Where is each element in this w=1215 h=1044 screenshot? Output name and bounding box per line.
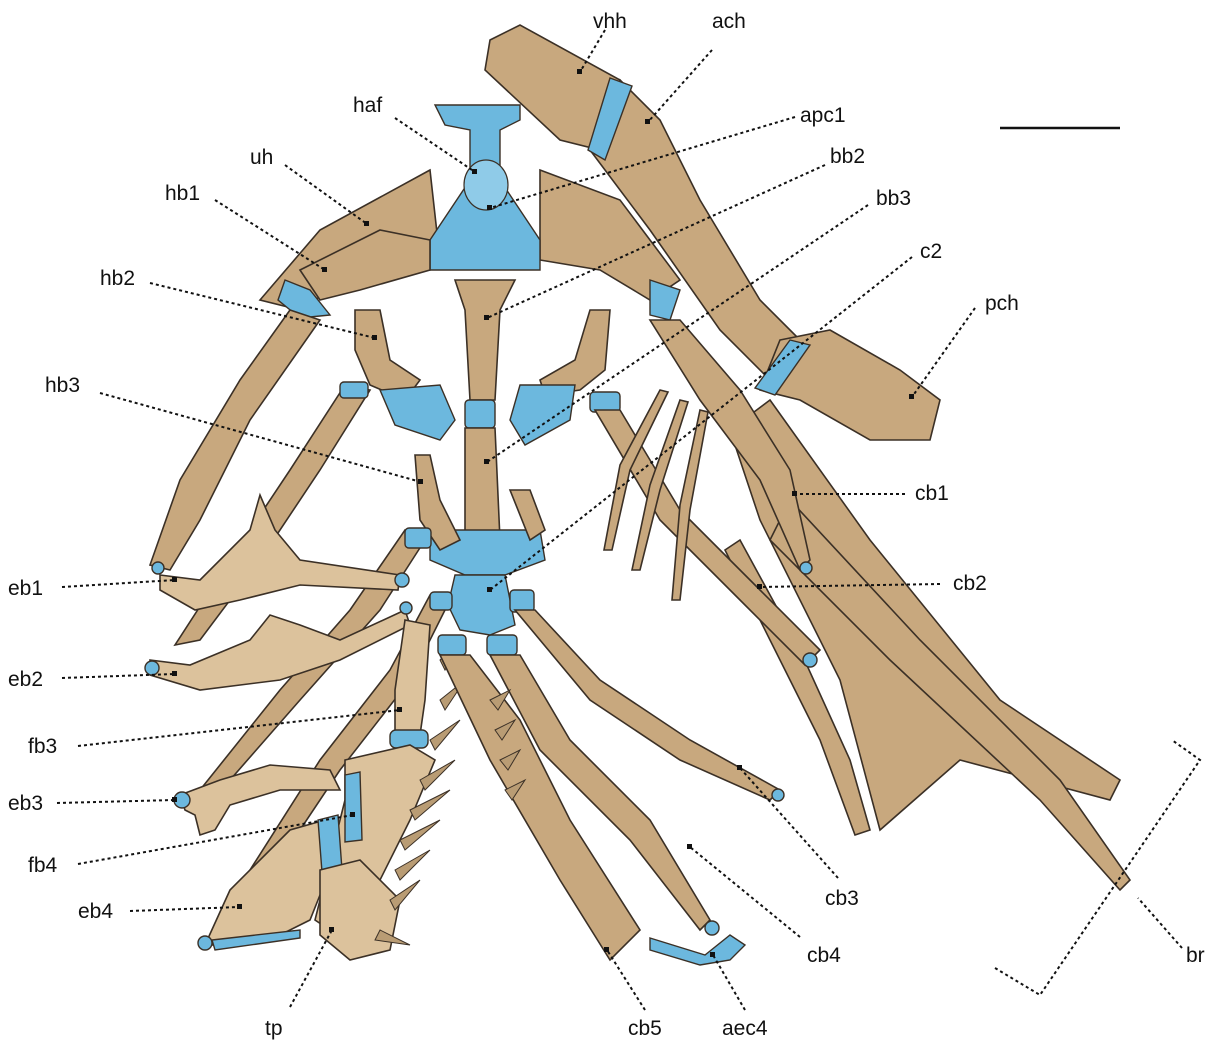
cartilage-eb2-tip [145, 661, 159, 675]
cartilage-hb2-right [510, 385, 575, 445]
bone-bb2 [455, 280, 515, 400]
label-aec4: aec4 [722, 1017, 768, 1040]
label-eb2: eb2 [8, 668, 43, 691]
leader-cb5 [607, 950, 645, 1010]
leader-uh [285, 165, 367, 224]
cartilage-cb3-right [510, 590, 534, 612]
cartilage-eb2-end [400, 602, 412, 614]
label-haf: haf [353, 94, 382, 117]
leader-eb3 [57, 800, 175, 803]
cartilage-cb2-right [590, 392, 620, 412]
label-br: br [1186, 944, 1205, 967]
leader-ach [648, 50, 712, 122]
bone-tp [320, 860, 400, 960]
label-eb4: eb4 [78, 900, 113, 923]
cartilage-eb1-tip [152, 562, 164, 574]
cartilage-cb2-right-tip [803, 653, 817, 667]
label-bb2: bb2 [830, 145, 865, 168]
leader-eb1 [62, 580, 175, 587]
label-cb3: cb3 [825, 887, 859, 910]
label-cb5: cb5 [628, 1017, 662, 1040]
cartilage-bb4 [448, 575, 515, 635]
leader-br [1138, 898, 1182, 948]
label-hb3: hb3 [45, 374, 80, 397]
branchiostegal-ray-1 [730, 400, 1120, 830]
label-cb4: cb4 [807, 944, 841, 967]
cartilage-eb4-tip [198, 936, 212, 950]
label-eb1: eb1 [8, 577, 43, 600]
label-uh: uh [250, 146, 273, 169]
label-ach: ach [712, 10, 746, 33]
bone-bb3 [465, 428, 500, 540]
branchiostegal-ray-2 [770, 500, 1130, 890]
bone-fb3 [395, 620, 430, 735]
cartilage-cb1-right-tip [800, 562, 812, 574]
label-pch: pch [985, 292, 1019, 315]
leader-hb1 [215, 200, 325, 270]
cartilage-bb2-end [465, 400, 495, 428]
left-arches [145, 230, 465, 960]
bone-cb1-left [150, 310, 320, 570]
leader-pch [912, 308, 975, 397]
cartilage-apc1 [464, 160, 508, 210]
label-vhh: vhh [593, 10, 627, 33]
cartilage-eb4 [318, 815, 342, 872]
cartilage-cb2-left [340, 382, 368, 398]
leader-aec4 [713, 955, 745, 1010]
bone-hb2-right [540, 310, 610, 395]
label-c2: c2 [920, 240, 942, 263]
label-hb2: hb2 [100, 267, 135, 290]
cartilage-hb2 [380, 385, 455, 440]
label-tp: tp [265, 1017, 283, 1040]
label-bb3: bb3 [876, 187, 911, 210]
cartilage-cb4-right [487, 635, 517, 655]
cartilage-eb1-end [395, 573, 409, 587]
label-eb3: eb3 [8, 792, 43, 815]
cartilage-cb4-tip [705, 921, 719, 935]
label-cb2: cb2 [953, 572, 987, 595]
bone-cb3-right [515, 610, 780, 800]
cartilage-cb1-right-joint [650, 280, 680, 320]
cartilage-cb4-left [430, 592, 452, 610]
label-hb1: hb1 [165, 182, 200, 205]
bone-eb4 [205, 820, 330, 945]
cartilage-fb4 [345, 772, 362, 842]
cartilage-cb3-right-tip [772, 789, 784, 801]
label-fb4: fb4 [28, 854, 58, 877]
label-cb1: cb1 [915, 482, 949, 505]
leader-tp [290, 930, 332, 1007]
label-fb3: fb3 [28, 735, 57, 758]
cartilage-cb3-left [405, 528, 431, 548]
cartilage-cb5-right [438, 635, 466, 655]
label-apc1: apc1 [800, 104, 846, 127]
cartilage-aec4 [650, 935, 745, 965]
